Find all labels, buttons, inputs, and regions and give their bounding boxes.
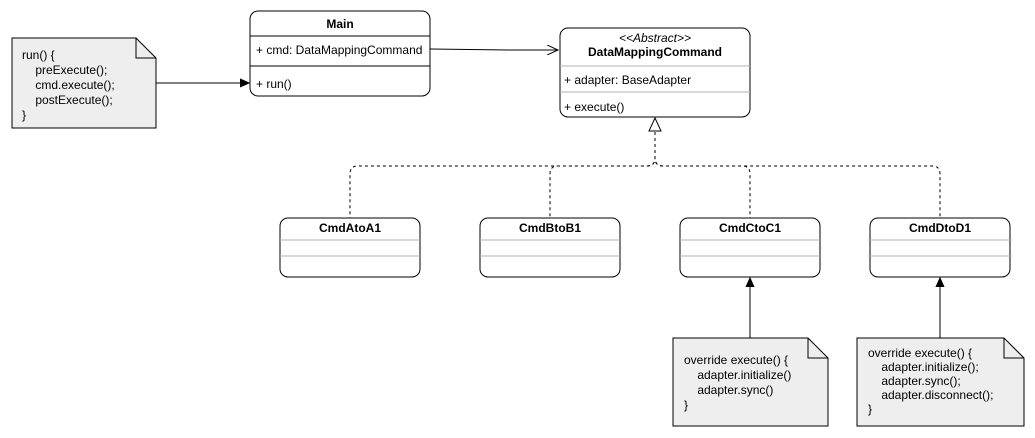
class-data-mapping-command: <<Abstract>> DataMappingCommand + adapte…	[559, 27, 751, 118]
note-run-line: cmd.execute();	[22, 78, 115, 92]
note-c-line: override execute() {	[684, 353, 788, 367]
note-d-line: adapter.sync();	[868, 374, 961, 388]
class-cmd-a-name: CmdAtoA1	[319, 221, 381, 235]
class-main-attribute: + cmd: DataMappingCommand	[256, 43, 422, 57]
class-cmd-d: CmdDtoD1	[869, 217, 1011, 278]
note-run-line: }	[22, 108, 26, 122]
note-c-line: }	[684, 398, 688, 412]
note-run-line: postExecute();	[22, 93, 113, 107]
class-cmd-a: CmdAtoA1	[279, 217, 421, 278]
class-main: Main + cmd: DataMappingCommand + run()	[249, 10, 431, 97]
note-cmd-c: override execute() { adapter.initialize(…	[672, 337, 829, 427]
note-c-line: adapter.sync()	[684, 383, 773, 397]
class-dmc-stereotype: <<Abstract>>	[619, 31, 691, 45]
class-dmc-attribute: + adapter: BaseAdapter	[564, 73, 691, 87]
generalization-triangle-icon	[648, 116, 662, 132]
class-cmd-c: CmdCtoC1	[679, 217, 821, 278]
class-main-name: Main	[326, 17, 353, 31]
class-cmd-d-name: CmdDtoD1	[909, 221, 971, 235]
note-cmd-d: override execute() { adapter.initialize(…	[856, 337, 1025, 427]
class-dmc-method: + execute()	[564, 100, 624, 114]
class-dmc-name: DataMappingCommand	[588, 45, 722, 59]
class-main-method: + run()	[256, 77, 292, 91]
association-arrow	[429, 49, 558, 50]
note-d-line: adapter.initialize();	[868, 360, 979, 374]
note-run-line: run() {	[22, 48, 55, 62]
class-cmd-b: CmdBtoB1	[479, 217, 621, 278]
generalization-edges	[349, 132, 941, 218]
note-run-line: preExecute();	[22, 63, 107, 77]
note-run: run() { preExecute(); cmd.execute(); pos…	[11, 37, 157, 129]
class-cmd-c-name: CmdCtoC1	[719, 221, 781, 235]
class-cmd-b-name: CmdBtoB1	[519, 221, 581, 235]
note-c-line: adapter.initialize()	[684, 368, 791, 382]
note-d-line: adapter.disconnect();	[868, 388, 993, 402]
note-d-line: override execute() {	[868, 346, 972, 360]
note-d-line: }	[868, 402, 872, 416]
